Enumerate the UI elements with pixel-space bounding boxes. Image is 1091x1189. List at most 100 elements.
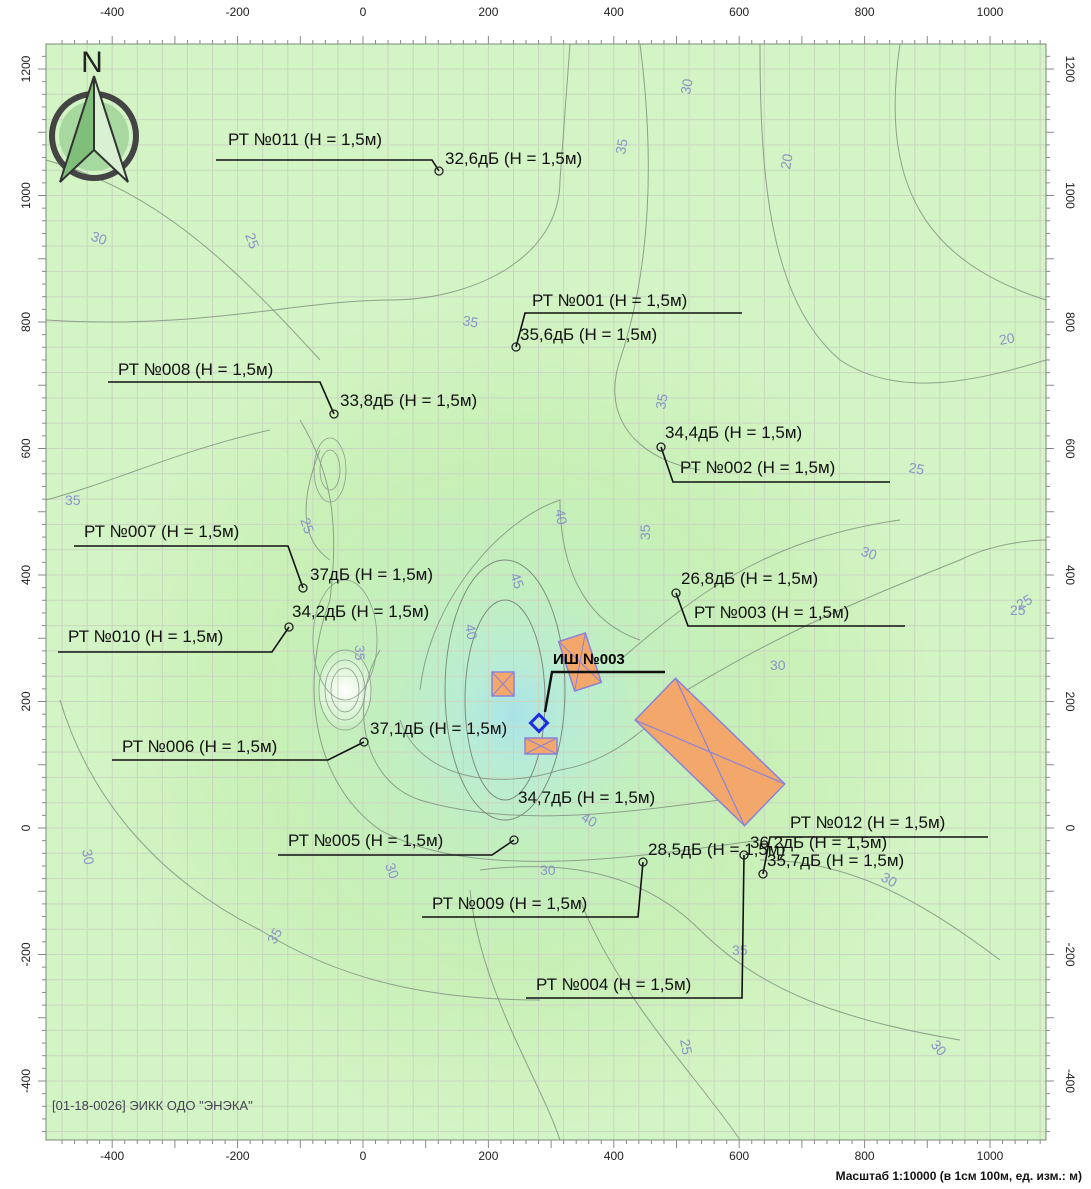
- receiver-marker[interactable]: [671, 588, 681, 598]
- hotspot-rings: [312, 437, 566, 821]
- receiver-label: РТ №011 (Н = 1,5м): [228, 130, 382, 149]
- contour-label: 25: [297, 516, 317, 536]
- noise-source[interactable]: ИШ №003: [528, 651, 665, 734]
- x-tick-label-top: -400: [100, 5, 124, 19]
- building-medium: [557, 632, 603, 692]
- receiver-label: РТ №009 (Н = 1,5м): [432, 894, 587, 913]
- contour-label: 40: [552, 508, 570, 526]
- receiver-point-rt008[interactable]: РТ №008 (Н = 1,5м)33,8дБ (Н = 1,5м): [108, 360, 477, 419]
- receiver-value: 34,7дБ (Н = 1,5м): [518, 788, 655, 807]
- receiver-point-rt011[interactable]: РТ №011 (Н = 1,5м) 32,6дБ (Н = 1,5м): [216, 130, 582, 176]
- receiver-point-rt012[interactable]: РТ №012 (Н = 1,5м)35,7дБ (Н = 1,5м): [758, 813, 988, 879]
- y-tick-label-left: 200: [19, 691, 33, 711]
- receiver-value: 37,1дБ (Н = 1,5м): [370, 719, 507, 738]
- receiver-label: РТ №005 (Н = 1,5м): [288, 831, 443, 850]
- receiver-point-rt001[interactable]: РТ №001 (Н = 1,5м)35,6дБ (Н = 1,5м): [511, 291, 742, 352]
- contour-label: 25: [907, 459, 925, 477]
- x-tick-label-top: -200: [226, 5, 250, 19]
- receiver-marker[interactable]: [298, 583, 308, 593]
- contour-label: 35: [352, 645, 368, 661]
- x-tick-label-bottom: -200: [226, 1149, 250, 1163]
- contour-label: 20: [998, 329, 1016, 347]
- receiver-label: РТ №001 (Н = 1,5м): [532, 291, 687, 310]
- leader-line: [675, 592, 905, 627]
- leader-line: [112, 741, 365, 761]
- contour-label: 30: [382, 861, 402, 881]
- axes: -400-400-200-200002002004004006006008008…: [19, 5, 1077, 1163]
- receiver-marker[interactable]: [329, 409, 339, 419]
- contour-label: 45: [507, 571, 527, 591]
- receiver-value: 36,2дБ (Н = 1,5м): [750, 833, 887, 852]
- receiver-marker[interactable]: [758, 869, 768, 879]
- x-tick-label-top: 200: [478, 5, 498, 19]
- receiver-point-rt009[interactable]: РТ №009 (Н = 1,5м) 28,5дБ (Н = 1,5м): [422, 840, 785, 918]
- x-tick-label-top: 1000: [977, 5, 1004, 19]
- receiver-point-rt003[interactable]: РТ №003 (Н = 1,5м)26,8дБ (Н = 1,5м): [671, 569, 905, 627]
- y-tick-label-left: 400: [19, 565, 33, 585]
- receiver-marker[interactable]: [739, 850, 749, 860]
- contour-label: 40: [579, 809, 601, 831]
- leader-line: [762, 836, 988, 875]
- contour-label: 30: [540, 862, 556, 878]
- y-tick-label-right: 600: [1063, 438, 1077, 458]
- y-tick-label-left: 1200: [19, 55, 33, 82]
- receiver-value: 34,2дБ (Н = 1,5м): [292, 602, 429, 621]
- receiver-marker[interactable]: [359, 737, 369, 747]
- receiver-point-rt006[interactable]: РТ №006 (Н = 1,5м)37,1дБ (Н = 1,5м): [112, 719, 507, 761]
- receiver-label: РТ №004 (Н = 1,5м): [536, 975, 691, 994]
- receiver-marker[interactable]: [656, 442, 666, 452]
- contour-label: 40: [462, 623, 480, 641]
- receiver-point-rt005[interactable]: РТ №005 (Н = 1,5м) 34,7дБ (Н = 1,5м): [278, 788, 655, 856]
- y-tick-label-right: 200: [1063, 691, 1077, 711]
- leader-line: [108, 381, 335, 415]
- receiver-value: 26,8дБ (Н = 1,5м): [681, 569, 818, 588]
- receiver-label: РТ №010 (Н = 1,5м): [68, 627, 223, 646]
- receiver-value: 34,4дБ (Н = 1,5м): [665, 423, 802, 442]
- north-label: N: [81, 46, 103, 79]
- receiver-marker[interactable]: [638, 857, 648, 867]
- y-tick-label-left: 0: [19, 824, 33, 831]
- receiver-marker[interactable]: [434, 166, 444, 176]
- x-tick-label-top: 0: [360, 5, 367, 19]
- receiver-value: 28,5дБ (Н = 1,5м): [648, 840, 785, 859]
- contour-label: 20: [777, 152, 795, 170]
- buildings: [491, 632, 786, 827]
- building-small-1: [491, 671, 515, 697]
- receiver-marker[interactable]: [509, 835, 519, 845]
- receiver-marker[interactable]: [511, 342, 521, 352]
- y-tick-label-left: 600: [19, 438, 33, 458]
- x-tick-label-bottom: 400: [604, 1149, 624, 1163]
- contour-labels: 30 35 25 20 20 35 30 25 35 40 30 35 45 4…: [65, 77, 1035, 1059]
- x-tick-label-bottom: 0: [360, 1149, 367, 1163]
- x-tick-label-bottom: -400: [100, 1149, 124, 1163]
- source-marker[interactable]: [528, 712, 550, 734]
- contour-label: 35: [652, 392, 670, 410]
- contour-label: 25: [1014, 591, 1036, 613]
- receiver-point-rt002[interactable]: РТ №002 (Н = 1,5м) 34,4дБ (Н = 1,5м): [656, 423, 890, 483]
- y-tick-label-left: -200: [19, 942, 33, 966]
- y-tick-label-right: 400: [1063, 565, 1077, 585]
- leader-line: [278, 839, 515, 856]
- contour-label: 30: [859, 543, 879, 563]
- scale-text: Масштаб 1:10000 (в 1см 100м, ед. изм.: м…: [836, 1169, 1082, 1183]
- receiver-value: 32,6дБ (Н = 1,5м): [445, 149, 582, 168]
- leader-line: [526, 854, 745, 999]
- y-tick-label-right: 800: [1063, 312, 1077, 332]
- y-tick-label-right: 1200: [1063, 56, 1077, 83]
- receiver-marker[interactable]: [284, 622, 294, 632]
- contour-label: 30: [879, 869, 901, 891]
- isolines: [45, 43, 1047, 1141]
- contour-label: 35: [612, 137, 630, 155]
- receiver-label: РТ №002 (Н = 1,5м): [680, 458, 835, 477]
- building-large: [634, 677, 786, 827]
- x-tick-label-top: 800: [855, 5, 875, 19]
- leader-line: [515, 312, 742, 348]
- receiver-point-rt007[interactable]: РТ №007 (Н = 1,5м)37дБ (Н = 1,5м): [74, 522, 433, 593]
- y-tick-label-left: 800: [19, 312, 33, 332]
- x-tick-label-bottom: 200: [478, 1149, 498, 1163]
- y-tick-label-left: 1000: [19, 182, 33, 209]
- receiver-point-rt010[interactable]: РТ №010 (Н = 1,5м) 34,2дБ (Н = 1,5м): [58, 602, 429, 653]
- contour-label: 30: [79, 848, 97, 866]
- y-tick-label-right: 1000: [1063, 182, 1077, 209]
